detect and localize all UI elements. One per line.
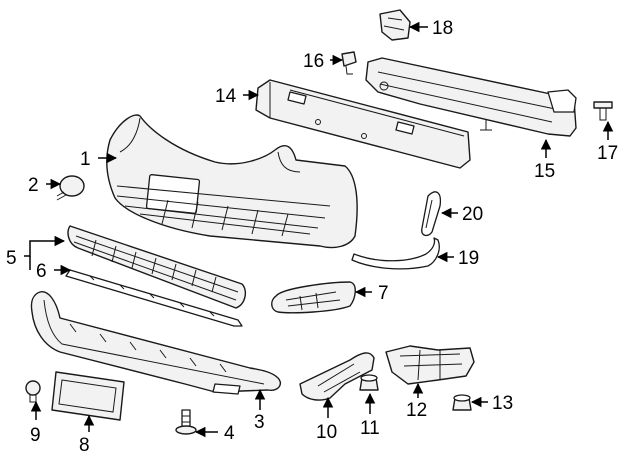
leader-5 <box>24 235 66 257</box>
callout-19: 19 <box>458 248 479 269</box>
trim-20 <box>421 191 442 237</box>
mount-bracket-18 <box>379 9 411 41</box>
lower-valance <box>30 291 282 395</box>
callout-14: 14 <box>215 86 237 107</box>
callout-12: 12 <box>406 400 427 421</box>
callout-15: 15 <box>534 161 555 182</box>
bumper-cover <box>106 114 358 249</box>
callout-10: 10 <box>316 422 337 443</box>
callout-3: 3 <box>254 412 265 433</box>
callout-20: 20 <box>462 204 483 225</box>
callout-5: 5 <box>6 248 17 269</box>
clip-nut-13 <box>452 394 472 411</box>
callout-13: 13 <box>492 393 513 414</box>
bolt-17 <box>593 101 613 121</box>
callout-1: 1 <box>80 149 91 170</box>
tow-cap <box>56 175 85 201</box>
callout-18: 18 <box>432 18 453 39</box>
callout-6: 6 <box>36 261 47 282</box>
callout-9: 9 <box>30 425 41 446</box>
callout-8: 8 <box>79 435 90 456</box>
fog-bezel <box>271 281 356 314</box>
license-bracket <box>51 371 125 421</box>
trim-19 <box>351 237 440 270</box>
bolt-16 <box>341 51 357 75</box>
callout-11: 11 <box>360 418 380 439</box>
callout-4: 4 <box>224 423 235 444</box>
leaders <box>24 21 614 438</box>
callout-16: 16 <box>303 51 324 72</box>
energy-absorber <box>255 79 471 169</box>
push-rivet <box>175 409 197 435</box>
impact-bar <box>365 57 577 137</box>
callout-2: 2 <box>28 175 39 196</box>
support-bracket-12 <box>385 345 475 385</box>
lower-grille <box>67 225 247 309</box>
clip-nut-11 <box>359 374 379 391</box>
callout-17: 17 <box>597 143 618 164</box>
callout-7: 7 <box>378 283 389 304</box>
bolt-9 <box>25 380 41 403</box>
callout-labels: 1 2 4 5 6 7 8 9 10 11 12 13 14 15 16 17 … <box>6 18 618 456</box>
bracket-10 <box>299 352 375 401</box>
